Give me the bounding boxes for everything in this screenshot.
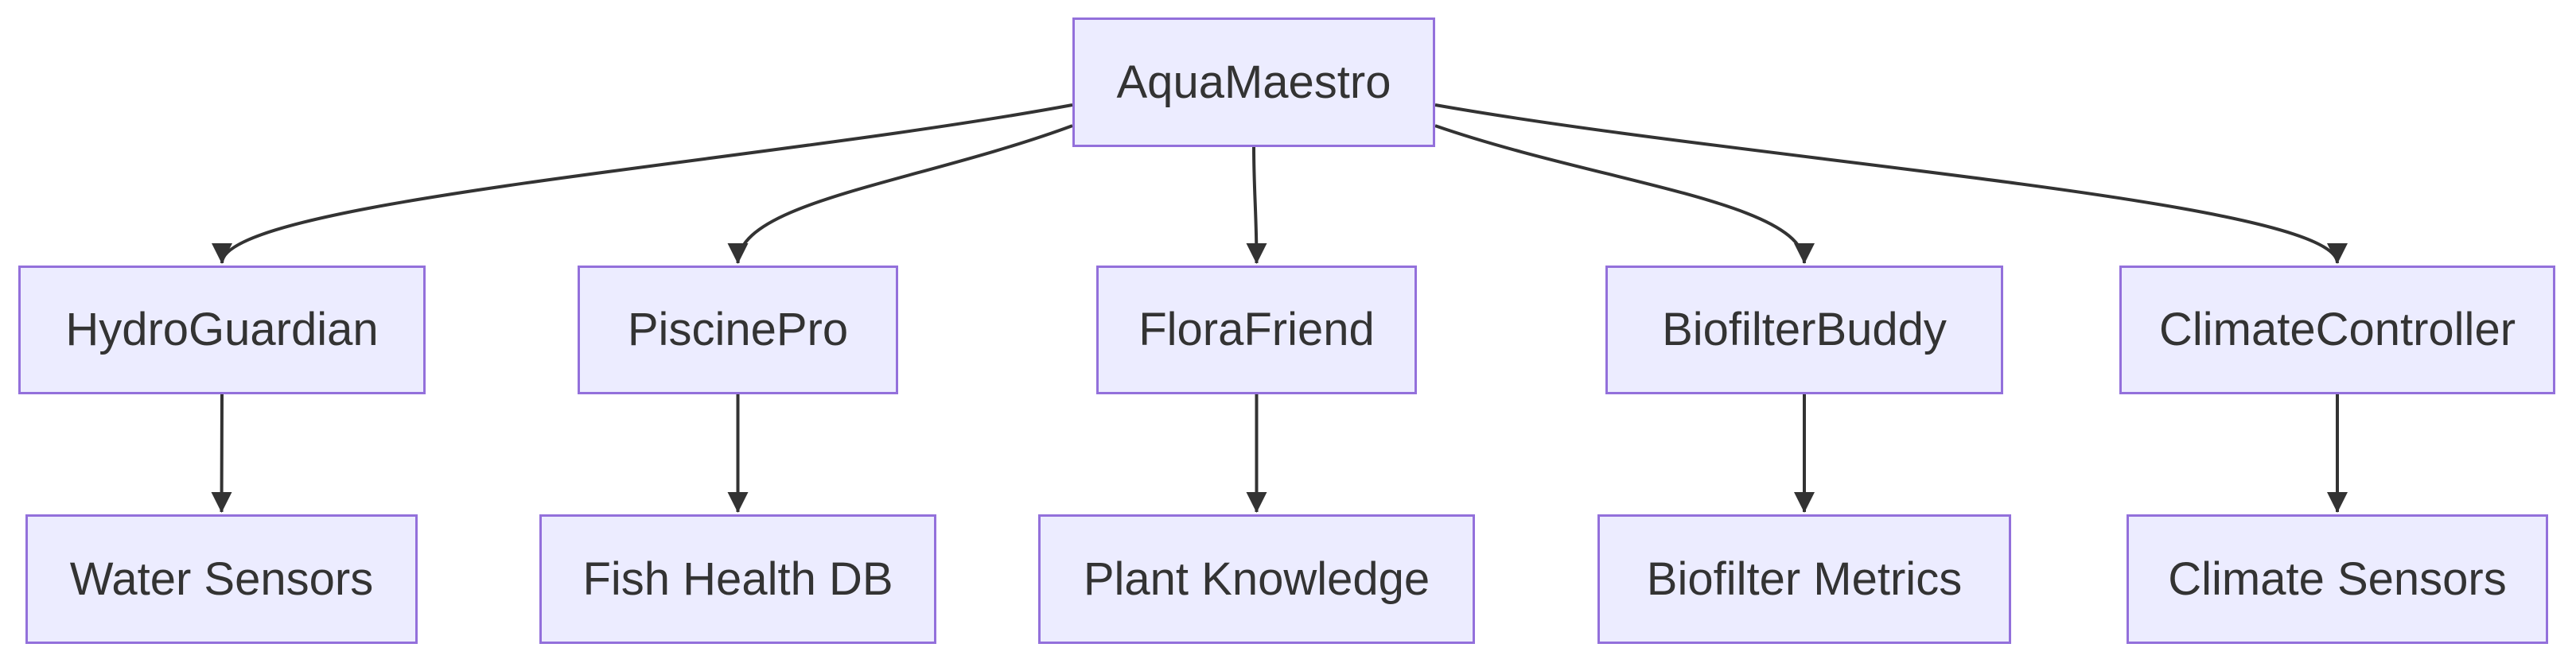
node-piscinepro: PiscinePro	[578, 266, 898, 394]
node-hydroguardian: HydroGuardian	[18, 266, 426, 394]
node-watersensors: Water Sensors	[25, 514, 418, 644]
node-label-fishhealthdb: Fish Health DB	[582, 552, 893, 605]
node-label-climatesensors: Climate Sensors	[2168, 552, 2507, 605]
edge-hydroguardian-watersensors	[211, 394, 232, 513]
node-label-biofiltermetrics: Biofilter Metrics	[1646, 552, 1963, 605]
node-aquamaestro: AquaMaestro	[1072, 17, 1435, 147]
edge-aquamaestro-hydroguardian	[212, 103, 1073, 264]
node-florafriend: FloraFriend	[1096, 266, 1417, 394]
node-label-aquamaestro: AquaMaestro	[1116, 56, 1391, 108]
node-label-plantknowledge: Plant Knowledge	[1083, 552, 1430, 605]
node-label-watersensors: Water Sensors	[69, 552, 374, 605]
node-label-biofilterbuddy: BiofilterBuddy	[1662, 304, 1947, 356]
edge-aquamaestro-biofilterbuddy	[1434, 124, 1815, 264]
node-climatecontroller: ClimateController	[2119, 266, 2555, 394]
node-label-florafriend: FloraFriend	[1138, 304, 1375, 356]
node-label-hydroguardian: HydroGuardian	[65, 304, 379, 356]
node-biofilterbuddy: BiofilterBuddy	[1605, 266, 2003, 394]
node-label-piscinepro: PiscinePro	[627, 304, 849, 356]
edge-aquamaestro-climatecontroller	[1434, 103, 2348, 264]
node-biofiltermetrics: Biofilter Metrics	[1597, 514, 2011, 644]
edge-aquamaestro-florafriend	[1246, 146, 1267, 264]
node-label-climatecontroller: ClimateController	[2158, 304, 2516, 356]
node-climatesensors: Climate Sensors	[2127, 514, 2548, 644]
node-fishhealthdb: Fish Health DB	[539, 514, 936, 644]
node-plantknowledge: Plant Knowledge	[1038, 514, 1475, 644]
edge-aquamaestro-piscinepro	[727, 124, 1073, 264]
